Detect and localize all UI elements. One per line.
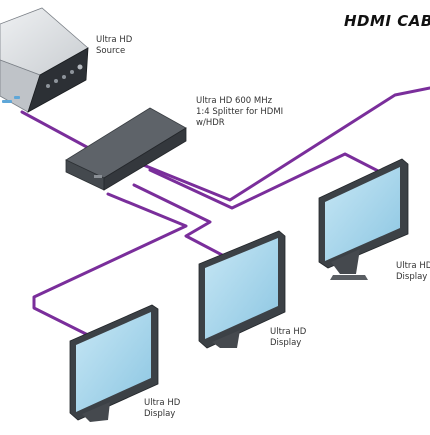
display-right-label: Ultra HD Display xyxy=(396,261,430,282)
hdmi-cables xyxy=(20,86,430,338)
cable-splitter-to-right-display xyxy=(148,152,394,210)
splitter-label: Ultra HD 600 MHz 1:4 Splitter for HDMI w… xyxy=(196,96,284,128)
ultra-hd-source-device xyxy=(0,7,89,113)
cable-source-to-splitter xyxy=(20,110,98,154)
ultra-hd-display-middle xyxy=(198,230,286,349)
display-middle-label: Ultra HD Display xyxy=(270,327,307,348)
ultra-hd-display-right xyxy=(318,158,409,280)
source-front-buttons xyxy=(46,64,83,88)
source-display-lights xyxy=(2,96,20,103)
splitter-status-light xyxy=(94,175,102,178)
diagram-title: HDMI CABL xyxy=(344,12,430,30)
cable-splitter-to-middle-display xyxy=(132,183,226,258)
cable-splitter-to-left-display xyxy=(32,192,188,338)
ultra-hd-splitter-device xyxy=(65,107,187,191)
cable-splitter-to-top-right xyxy=(124,86,430,202)
display-left-label: Ultra HD Display xyxy=(144,398,181,419)
ultra-hd-display-left xyxy=(69,304,159,422)
source-label: Ultra HD Source xyxy=(96,35,133,56)
